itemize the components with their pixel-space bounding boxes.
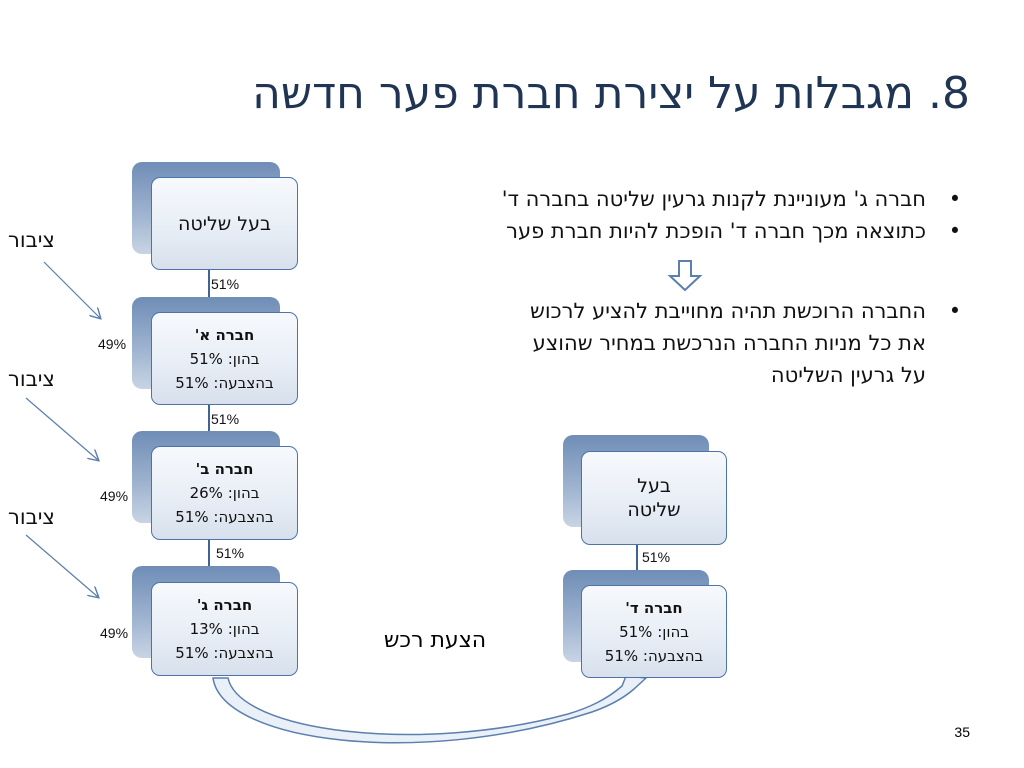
company-b-box: חברה ב' בהון: 26% בהצבעה: 51% [151, 446, 298, 540]
company-d-box: חברה ד' בהון: 51% בהצבעה: 51% [581, 585, 727, 678]
bullet-item-2: • כתוצאה מכך חברה ד' הופכת להיות חברת פע… [360, 215, 970, 247]
tender-offer-label: הצעת רכש [383, 628, 487, 653]
page-number: 35 [954, 724, 970, 740]
down-arrow-icon [667, 260, 703, 292]
company-d-name: חברה ד' [625, 598, 683, 617]
company-d-voting: 51% [604, 646, 639, 665]
company-a-name: חברה א' [194, 325, 255, 344]
public-label-c: ציבור [8, 505, 55, 529]
public-arrow-b [25, 397, 98, 460]
controller-label: בעל שליטה [178, 212, 271, 235]
public-label-a: ציבור [8, 228, 55, 252]
link-pct-a-b: 51% [211, 411, 240, 427]
company-a-capital: 51% [189, 349, 223, 368]
public-pct-c: 49% [100, 625, 129, 641]
controller-d-label-line2: שליטה [627, 499, 681, 521]
company-b-voting: 51% [175, 508, 209, 526]
bullet-dot: • [948, 219, 962, 243]
company-c-box: חברה ג' בהון: 13% בהצבעה: 51% [151, 582, 298, 676]
company-b-capital: 26% [189, 484, 223, 502]
public-label-b: ציבור [8, 367, 55, 391]
company-a-box: חברה א' בהון: 51% בהצבעה: 51% [151, 312, 298, 405]
bullet-dot: • [948, 187, 962, 211]
company-b-name: חברה ב' [195, 460, 254, 478]
company-a-voting: 51% [175, 373, 209, 392]
controller-box: בעל שליטה [151, 177, 298, 270]
public-pct-b: 49% [100, 488, 129, 504]
slide-title: 8. מגבלות על יצירת חברת פער חדשה [252, 68, 970, 119]
controller-d-label-line1: בעל [637, 475, 671, 497]
controller-d-box: בעל שליטה [581, 451, 727, 545]
bullet-item-3: • החברה הרוכשת תהיה מחוייבת להציע לרכוש … [360, 295, 970, 391]
company-c-voting: 51% [175, 644, 209, 662]
company-c-name: חברה ג' [196, 596, 253, 614]
bullet-list: • חברה ג' מעוניינת לקנות גרעין שליטה בחב… [360, 183, 970, 391]
company-c-capital: 13% [189, 620, 223, 638]
company-d-capital: 51% [619, 622, 653, 641]
bullet-dot: • [948, 299, 962, 323]
public-arrow-a [43, 261, 100, 318]
tender-offer-arrow [212, 675, 648, 744]
link-pct-controller-a: 51% [211, 276, 240, 292]
bullet-item-1: • חברה ג' מעוניינת לקנות גרעין שליטה בחב… [360, 183, 970, 215]
link-pct-b-c: 51% [216, 545, 245, 561]
link-pct-controller-d: 51% [642, 549, 671, 565]
public-pct-a: 49% [98, 336, 127, 352]
public-arrow-c [25, 534, 98, 597]
